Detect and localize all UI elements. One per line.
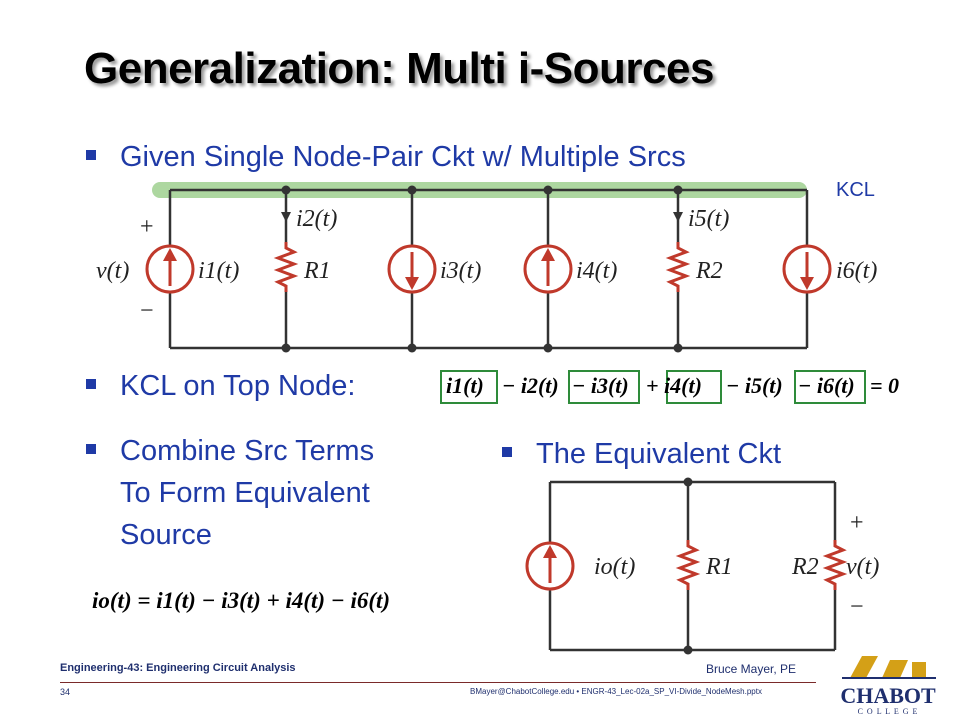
eq-plus-sign: + [850,510,864,536]
combine-equation: io(t) = i1(t) − i3(t) + i4(t) − i6(t) [92,588,391,613]
bullet-combine: Combine Src Terms To Form Equivalent Sou… [86,434,466,554]
bullet-combine-line-2: To Form Equivalent [120,477,370,509]
eq-label-r1: R1 [705,554,733,580]
kcl-term-i1: i1(t) [446,373,484,398]
bullet-kcl-text: KCL on Top Node: [120,370,356,402]
label-i6: i6(t) [836,258,877,284]
bullet-given: Given Single Node-Pair Ckt w/ Multiple S… [86,140,886,176]
label-i5: i5(t) [688,206,729,232]
footer-author: Bruce Mayer, PE [706,662,797,676]
source-io [525,541,575,591]
logo-text: CHABOT [840,683,936,708]
resistor-r1 [273,242,299,292]
circuit1-nodes [281,185,683,353]
source-i4 [523,244,573,294]
kcl-box-i4 [666,370,722,404]
bullet-kcl: KCL on Top Node: [86,369,426,405]
kcl-box-i1 [440,370,498,404]
label-i4: i4(t) [576,258,617,284]
i5-arrow-head [673,212,683,222]
plus-sign: + [140,214,154,240]
eq-voltage-label: v(t) [846,554,879,580]
kcl-term-zero: = 0 [870,373,900,398]
bullet-marker [86,444,96,454]
bullet-combine-line-3: Source [120,519,212,551]
voltage-label: v(t) [96,258,129,284]
logo-emblem [842,656,936,679]
bullet-given-text: Given Single Node-Pair Ckt w/ Multiple S… [120,141,686,173]
node-top [683,477,693,487]
kcl-term-i4: + i4(t) [646,373,702,398]
kcl-term-i5: − i5(t) [726,373,783,398]
kcl-term-i3: − i3(t) [572,373,629,398]
multi-source-circuit: + − v(t) i1(t) i2(t) R1 i3(t) i4(t) i5(t… [96,182,877,353]
footer-course: Engineering-43: Engineering Circuit Anal… [60,662,296,674]
kcl-term-i2: − i2(t) [502,373,559,398]
label-i1: i1(t) [198,258,239,284]
minus-sign: − [140,298,154,324]
bullet-marker [502,447,512,457]
footer-page-number: 34 [60,687,71,697]
source-i6 [782,244,832,294]
eq-resistor-r1 [675,540,701,590]
logo-subtext: C O L L E G E [857,707,919,716]
footer-divider [60,682,816,683]
footer-contact: BMayer@ChabotCollege.edu • ENGR-43_Lec-0… [470,687,762,696]
kcl-box-i3 [568,370,640,404]
label-i3: i3(t) [440,258,481,284]
bullet-equivalent: The Equivalent Ckt [502,437,862,473]
source-i3 [387,244,437,294]
kcl-term-i6: − i6(t) [798,373,855,398]
eq-resistor-r2 [822,540,848,590]
label-io: io(t) [594,554,635,580]
label-r1: R1 [303,258,331,284]
kcl-tag: KCL [836,179,875,201]
bullet-marker [86,379,96,389]
kcl-equation: i1(t) − i2(t) − i3(t) + i4(t) − i5(t) − … [440,370,920,406]
label-i2: i2(t) [296,206,337,232]
node-bottom [683,645,693,655]
bullet-marker [86,150,96,160]
bullet-equivalent-text: The Equivalent Ckt [536,438,782,470]
source-i1 [145,244,195,294]
bullet-combine-line-1: Combine Src Terms [120,435,375,467]
resistor-r2 [665,242,691,292]
slide-title: Generalization: Multi i-Sources [84,44,714,93]
eq-label-r2: R2 [791,554,819,580]
equivalent-circuit: io(t) R1 R2 v(t) + − [525,477,879,655]
chabot-logo: CHABOT C O L L E G E [832,650,944,716]
eq-minus-sign: − [850,594,864,620]
i2-arrow-head [281,212,291,222]
label-r2: R2 [695,258,723,284]
kcl-box-i6 [794,370,866,404]
